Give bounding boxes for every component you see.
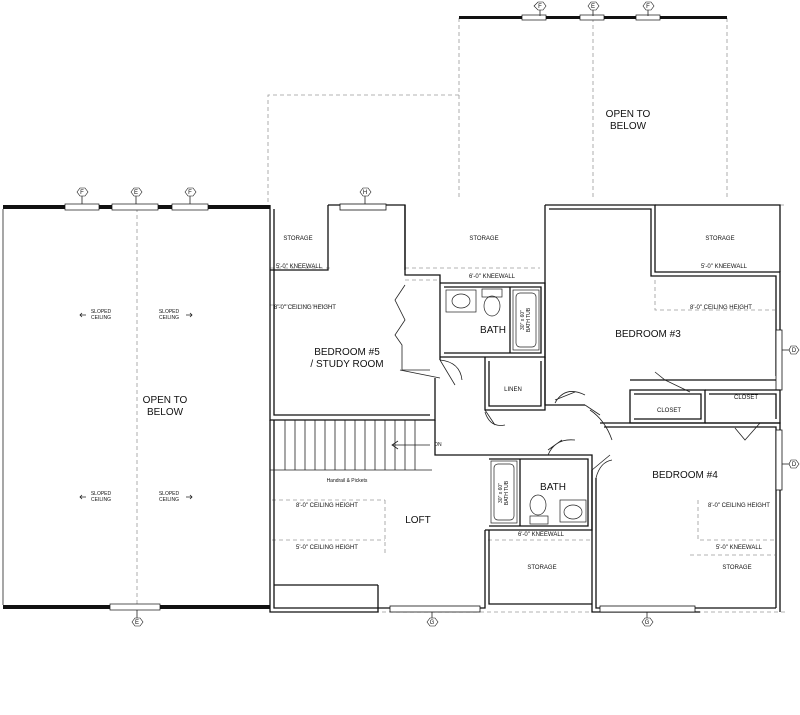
storage-label: STORAGE bbox=[469, 236, 499, 242]
storage-label: STORAGE bbox=[527, 565, 557, 571]
hex-tag-f: F bbox=[184, 187, 197, 204]
sloped-ceiling-note: SLOPED CEILING bbox=[90, 309, 112, 321]
linen-label: LINEN bbox=[504, 387, 522, 393]
closet-label: CLOSET bbox=[656, 408, 681, 414]
sloped-ceiling-note: SLOPED CEILING bbox=[158, 309, 180, 321]
main-walls bbox=[269, 203, 783, 613]
svg-text:G: G bbox=[645, 620, 650, 626]
sloped-ceiling-note: SLOPED CEILING bbox=[90, 491, 112, 503]
dashed-boundaries bbox=[136, 18, 785, 613]
svg-text:E: E bbox=[591, 4, 595, 10]
bedroom-3-label: BEDROOM #3 bbox=[615, 329, 681, 340]
ceiling-height-note: 8'-0" CEILING HEIGHT bbox=[274, 305, 336, 311]
hex-tag-f: F bbox=[642, 1, 655, 16]
kneewall-note: 6'-0" KNEEWALL bbox=[517, 532, 565, 538]
bath-fixtures bbox=[445, 288, 587, 525]
ceiling-height-note: 8'-0" CEILING HEIGHT bbox=[296, 503, 358, 509]
hex-tag-e: E bbox=[587, 1, 600, 16]
ceiling-height-note: 8'-0" CEILING HEIGHT bbox=[708, 503, 770, 509]
hex-tag-f: F bbox=[533, 1, 547, 16]
svg-text:F: F bbox=[188, 190, 192, 196]
closet-label: CLOSET bbox=[733, 395, 758, 401]
left-open-block bbox=[2, 203, 270, 611]
hex-tag-e: E bbox=[130, 187, 143, 204]
hex-tag-e: E bbox=[131, 610, 144, 627]
svg-text:D: D bbox=[792, 348, 797, 354]
sloped-ceiling-note: SLOPED CEILING bbox=[158, 491, 180, 503]
hex-tag-g: G bbox=[641, 612, 654, 627]
hex-tag-d: D bbox=[782, 345, 800, 355]
storage-label: STORAGE bbox=[722, 565, 752, 571]
bedroom-5-label: BEDROOM #5 / STUDY ROOM bbox=[310, 347, 384, 370]
kneewall-note: 5'-0" KNEEWALL bbox=[700, 264, 748, 270]
bath-label: BATH bbox=[540, 482, 566, 493]
svg-text:D: D bbox=[792, 462, 797, 468]
ceiling-height-note: 5'-0" CEILING HEIGHT bbox=[296, 545, 358, 551]
hex-tag-d: D bbox=[782, 459, 800, 469]
hex-tag-f: F bbox=[76, 187, 89, 204]
svg-text:G: G bbox=[430, 620, 435, 626]
svg-text:E: E bbox=[135, 620, 139, 626]
storage-label: STORAGE bbox=[705, 236, 735, 242]
sloped-ceiling-arrows bbox=[79, 312, 193, 500]
elevation-tags: F E F F E F H E G G D D bbox=[76, 1, 800, 627]
open-to-below-label: OPEN TO BELOW bbox=[605, 109, 651, 132]
bath-label: BATH bbox=[480, 325, 506, 336]
svg-text:F: F bbox=[646, 4, 650, 10]
handrail-note: Handrail & Pickets bbox=[326, 478, 368, 484]
svg-text:F: F bbox=[538, 4, 542, 10]
loft-label: LOFT bbox=[405, 515, 431, 526]
svg-text:F: F bbox=[80, 190, 84, 196]
kneewall-note: 5'-0" KNEEWALL bbox=[275, 264, 323, 270]
hex-tag-h: H bbox=[359, 187, 372, 204]
bath-tub-label: 30" x 60" BATH TUB bbox=[520, 307, 532, 333]
svg-text:E: E bbox=[134, 190, 138, 196]
kneewall-note: 6'-0" KNEEWALL bbox=[468, 274, 516, 280]
svg-text:H: H bbox=[363, 190, 367, 196]
ceiling-height-note: 8'-0" CEILING HEIGHT bbox=[690, 305, 752, 311]
bath-tub-label: 30" x 60" BATH TUB bbox=[498, 480, 510, 506]
bedroom-4-label: BEDROOM #4 bbox=[652, 470, 718, 481]
hex-tag-g: G bbox=[426, 612, 439, 627]
kneewall-note: 5'-0" KNEEWALL bbox=[715, 545, 763, 551]
open-to-below-label: OPEN TO BELOW bbox=[142, 395, 188, 418]
storage-label: STORAGE bbox=[283, 236, 313, 242]
stair-treads bbox=[284, 420, 416, 470]
stair-dn-note: DN bbox=[434, 442, 442, 448]
top-right-wall bbox=[459, 14, 727, 21]
